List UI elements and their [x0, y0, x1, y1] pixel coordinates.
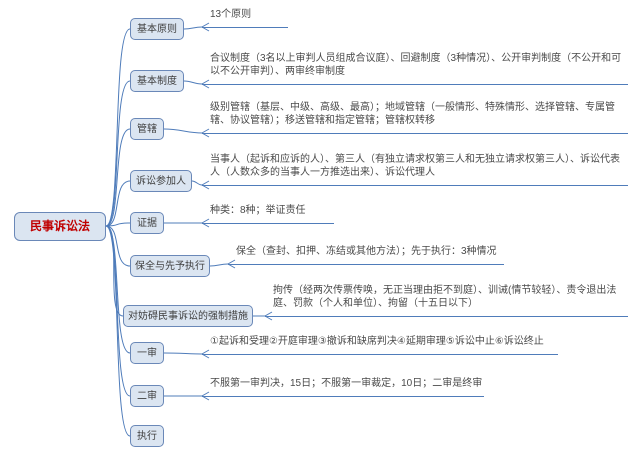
leaf-first-instance[interactable]: ①起诉和受理②开庭审理③撤诉和缺席判决④延期审理⑤诉讼中止⑥诉讼终止 — [202, 335, 558, 355]
leaf-jurisdiction[interactable]: 级别管辖（基层、中级、高级、最高）；地域管辖（一般情形、特殊情形、选择管辖、专属… — [202, 101, 628, 134]
branch-preservation-advance-execution[interactable]: 保全与先予执行 — [130, 255, 210, 277]
branch-jurisdiction[interactable]: 管辖 — [130, 118, 164, 140]
branch-litigation-participants[interactable]: 诉讼参加人 — [130, 170, 192, 192]
branch-basic-principles[interactable]: 基本原则 — [130, 18, 184, 40]
leaf-litigation-participants[interactable]: 当事人（起诉和应诉的人）、第三人（有独立请求权第三人和无独立请求权第三人）、诉讼… — [202, 153, 628, 186]
leaf-basic-systems[interactable]: 合议制度（3名以上审判人员组成合议庭）、回避制度（3种情况）、公开审判制度（不公… — [202, 52, 628, 85]
leaf-compulsory-measures[interactable]: 拘传（经两次传票传唤，无正当理由拒不到庭）、训诫(情节较轻）、责令退出法庭、罚款… — [265, 284, 628, 317]
root-node-civil-procedure-law[interactable]: 民事诉讼法 — [14, 212, 106, 241]
branch-basic-systems[interactable]: 基本制度 — [130, 70, 184, 92]
branch-execution[interactable]: 执行 — [130, 425, 164, 447]
branch-evidence[interactable]: 证据 — [130, 212, 164, 234]
leaf-basic-principles[interactable]: 13个原则 — [202, 8, 288, 28]
leaf-second-instance[interactable]: 不服第一审判决，15日；不服第一审裁定，10日；二审是终审 — [202, 377, 484, 397]
branch-compulsory-measures[interactable]: 对妨碍民事诉讼的强制措施 — [123, 305, 253, 327]
leaf-evidence[interactable]: 种类：8种；举证责任 — [202, 204, 334, 224]
leaf-preservation-advance-execution[interactable]: 保全（查封、扣押、冻结或其他方法）；先于执行：3种情况 — [228, 245, 504, 265]
branch-second-instance[interactable]: 二审 — [130, 385, 164, 407]
branch-first-instance[interactable]: 一审 — [130, 342, 164, 364]
